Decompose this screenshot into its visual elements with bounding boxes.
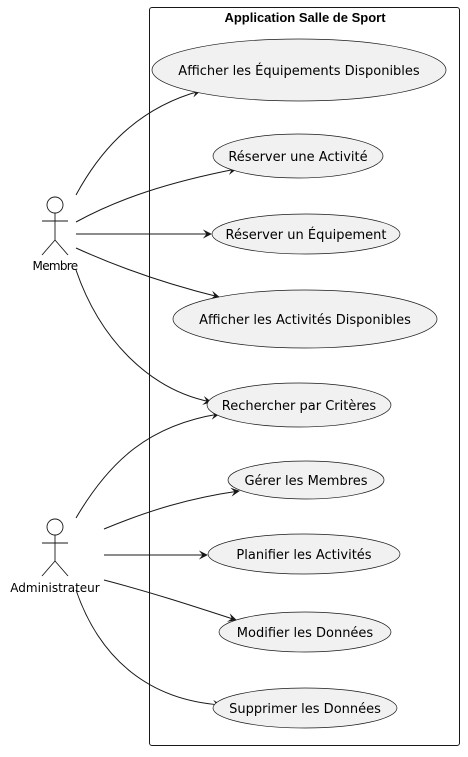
use-case-afficher-activites: Afficher les Activités Disponibles	[172, 289, 438, 349]
association-admin-uc5	[75, 410, 220, 519]
associations	[75, 88, 240, 709]
system-title: Application Salle de Sport	[224, 10, 386, 25]
use-case-gerer-membres: Gérer les Membres	[227, 460, 385, 500]
association-membre-uc1	[75, 88, 201, 196]
association-membre-uc4	[75, 247, 220, 300]
actor-head	[46, 518, 64, 536]
use-case-label: Réserver un Équipement	[226, 227, 387, 243]
use-case-afficher-equipements: Afficher les Équipements Disponibles	[151, 38, 447, 102]
actor-head	[46, 196, 64, 214]
association-admin-uc9	[75, 589, 222, 709]
association-admin-uc6	[103, 487, 240, 530]
system-boundary	[149, 7, 460, 746]
use-cases: Afficher les Équipements Disponibles Rés…	[151, 38, 447, 729]
use-case-supprimer-donnees: Supprimer les Données	[212, 687, 398, 729]
use-case-label: Afficher les Équipements Disponibles	[178, 63, 420, 79]
use-case-label: Modifier les Données	[237, 626, 374, 641]
actor-administrateur: Administrateur	[10, 518, 100, 595]
association-membre-uc5	[75, 269, 212, 405]
use-case-label: Supprimer les Données	[229, 702, 381, 717]
actor-label-administrateur: Administrateur	[10, 581, 100, 595]
use-case-reserver-activite: Réserver une Activité	[212, 133, 384, 179]
use-case-rechercher-criteres: Rechercher par Critères	[206, 382, 392, 428]
use-case-label: Afficher les Activités Disponibles	[199, 313, 411, 328]
association-membre-uc2	[75, 166, 237, 223]
association-admin-uc8	[103, 579, 237, 622]
use-case-modifier-donnees: Modifier les Données	[218, 611, 392, 653]
use-case-label: Réserver une Activité	[228, 150, 367, 165]
actor-membre: Membre	[33, 196, 78, 273]
actor-label-membre: Membre	[33, 259, 78, 273]
use-case-label: Rechercher par Critères	[222, 399, 377, 414]
use-case-label: Gérer les Membres	[244, 474, 367, 489]
use-case-planifier-activites: Planifier les Activités	[207, 533, 401, 575]
use-case-reserver-equipement: Réserver un Équipement	[211, 213, 401, 255]
use-case-label: Planifier les Activités	[236, 548, 371, 563]
